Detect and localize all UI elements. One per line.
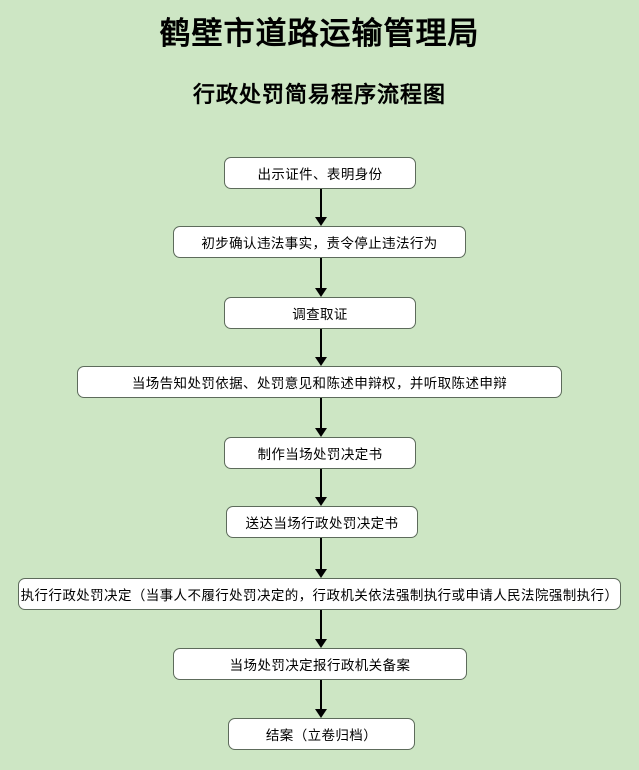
flow-node-1[interactable]: 出示证件、表明身份 bbox=[224, 157, 416, 189]
flow-node-5[interactable]: 制作当场处罚决定书 bbox=[224, 437, 416, 469]
page-title: 鹤壁市道路运输管理局 bbox=[159, 16, 480, 51]
flow-node-3[interactable]: 调查取证 bbox=[224, 297, 416, 329]
page-subtitle: 行政处罚简易程序流程图 bbox=[192, 82, 446, 107]
flow-node-2[interactable]: 初步确认违法事实，责令停止违法行为 bbox=[173, 226, 466, 258]
flow-node-9[interactable]: 结案（立卷归档） bbox=[228, 718, 415, 750]
flow-node-4[interactable]: 当场告知处罚依据、处罚意见和陈述申辩权，并听取陈述申辩 bbox=[77, 366, 562, 398]
flow-node-7[interactable]: 执行行政处罚决定（当事人不履行处罚决定的，行政机关依法强制执行或申请人民法院强制… bbox=[18, 578, 621, 610]
flow-node-6[interactable]: 送达当场行政处罚决定书 bbox=[226, 506, 418, 538]
flow-node-8[interactable]: 当场处罚决定报行政机关备案 bbox=[173, 648, 467, 680]
